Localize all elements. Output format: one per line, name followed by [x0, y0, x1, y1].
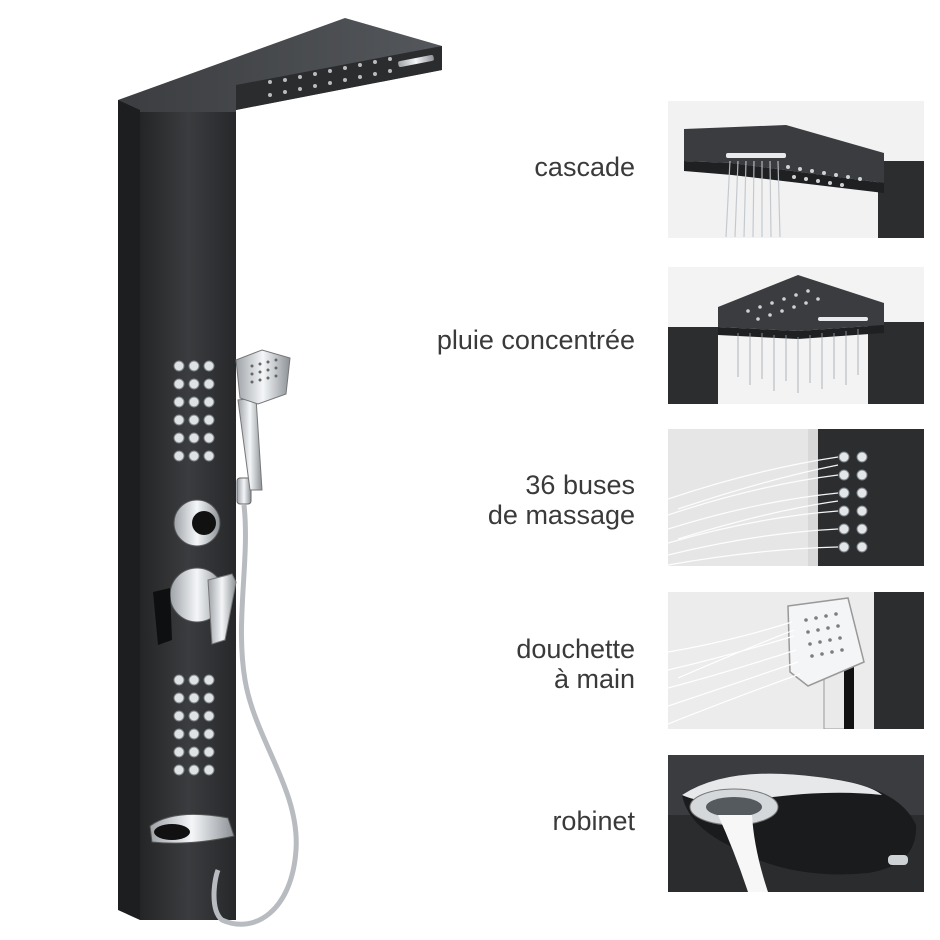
- thumbnail-cascade: [668, 101, 924, 238]
- feature-label-rain: pluie concentrée: [437, 325, 635, 355]
- feature-label-hand-shower: douchette à main: [516, 634, 635, 694]
- spout-icon: [668, 755, 924, 892]
- feature-label-line: à main: [553, 664, 635, 694]
- rain-head-icon: [668, 267, 924, 404]
- feature-label-line: 36 buses: [525, 470, 635, 500]
- hand-shower-icon: [668, 592, 924, 729]
- feature-label-massage-jets: 36 buses de massage: [488, 470, 635, 530]
- feature-label-line: douchette: [516, 634, 635, 664]
- waterfall-head-icon: [668, 101, 924, 238]
- massage-jets-icon: [668, 429, 924, 566]
- feature-label-line: robinet: [552, 806, 635, 836]
- thumbnail-hand-shower: [668, 592, 924, 729]
- feature-label-spout: robinet: [552, 806, 635, 836]
- feature-label-line: pluie concentrée: [436, 325, 635, 355]
- feature-label-cascade: cascade: [534, 152, 635, 182]
- thumbnail-spout: [668, 755, 924, 892]
- thumbnail-massage-jets: [668, 429, 924, 566]
- feature-label-line: cascade: [534, 152, 635, 182]
- thumbnail-rain: [668, 267, 924, 404]
- feature-label-line: de massage: [487, 500, 635, 530]
